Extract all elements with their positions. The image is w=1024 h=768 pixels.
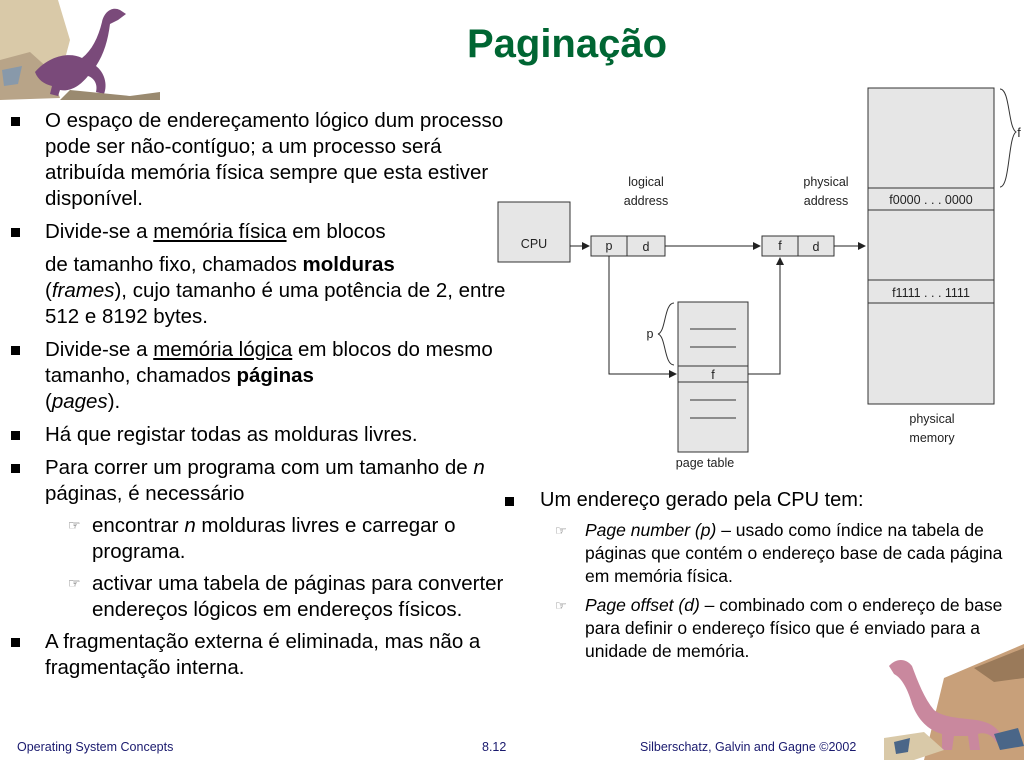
- list-item: Divide-se a memória lógica em blocos do …: [8, 337, 513, 415]
- right-bullet-list: Um endereço gerado pela CPU tem: ☞ Page …: [500, 488, 1020, 663]
- logical-label: logical: [628, 175, 663, 189]
- footer-page-number: 8.12: [482, 740, 507, 754]
- footer-left: Operating System Concepts: [17, 740, 174, 754]
- physical-memory-label-2: memory: [909, 431, 955, 445]
- pointing-hand-icon: ☞: [68, 575, 81, 591]
- logical-address-label: address: [624, 194, 668, 208]
- page-table-label: page table: [676, 456, 734, 470]
- physical-label: physical: [803, 175, 848, 189]
- frame-end-address: f1111 . . . 1111: [892, 286, 970, 300]
- pointing-hand-icon: ☞: [555, 523, 567, 538]
- square-bullet-icon: [11, 431, 20, 440]
- page-table-f-label: f: [711, 368, 715, 382]
- page-table-p-label: p: [647, 327, 654, 341]
- square-bullet-icon: [11, 228, 20, 237]
- footer-right: Silberschatz, Galvin and Gagne ©2002: [640, 740, 857, 754]
- list-item: A fragmentação externa é eliminada, mas …: [8, 629, 513, 681]
- dinosaur-illustration-top: [0, 0, 160, 100]
- physical-memory-box: [867, 87, 995, 405]
- sub-list-item: ☞activar uma tabela de páginas para conv…: [68, 572, 504, 621]
- list-item: O espaço de endereçamento lógico dum pro…: [8, 108, 513, 212]
- paging-hardware-diagram: CPU logical address p d physical address…: [497, 87, 1021, 470]
- physical-address-label: address: [804, 194, 848, 208]
- cpu-label: CPU: [521, 237, 547, 251]
- dinosaur-illustration-bottom: [884, 644, 1024, 760]
- frame-f-label: f: [1017, 126, 1021, 140]
- physical-d-label: d: [813, 240, 820, 254]
- sub-list-item: ☞ encontrar n molduras livres e carregar…: [68, 514, 456, 563]
- logical-p-label: p: [606, 239, 613, 253]
- pointing-hand-icon: ☞: [555, 598, 567, 613]
- frame-start-address: f0000 . . . 0000: [889, 193, 972, 207]
- left-bullet-list: O espaço de endereçamento lógico dum pro…: [8, 108, 513, 688]
- list-item: Divide-se a memória física em blocos de …: [8, 219, 513, 330]
- list-item: Para correr um programa com um tamanho d…: [8, 455, 513, 507]
- square-bullet-icon: [11, 638, 20, 647]
- sub-list-item: ☞ Page offset (d) – combinado com o ende…: [555, 595, 1003, 661]
- page-title: Paginação: [466, 22, 668, 66]
- square-bullet-icon: [505, 497, 514, 506]
- cpu-box: [497, 201, 571, 263]
- list-item: Um endereço gerado pela CPU tem:: [500, 488, 1020, 513]
- physical-memory-label-1: physical: [909, 412, 954, 426]
- list-item: Há que registar todas as molduras livres…: [8, 422, 513, 448]
- physical-f-label: f: [778, 239, 782, 253]
- page-table-box: [677, 301, 749, 453]
- square-bullet-icon: [11, 464, 20, 473]
- square-bullet-icon: [11, 346, 20, 355]
- square-bullet-icon: [11, 117, 20, 126]
- sub-list-item: ☞ Page number (p) – usado como índice na…: [555, 520, 1003, 586]
- pointing-hand-icon: ☞: [68, 517, 81, 533]
- logical-d-label: d: [643, 240, 650, 254]
